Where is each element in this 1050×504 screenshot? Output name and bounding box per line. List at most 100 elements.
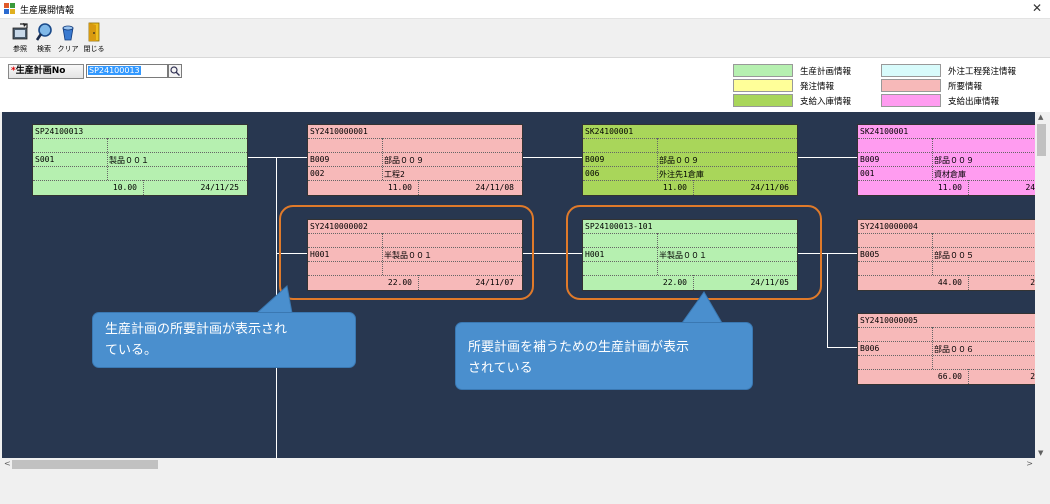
card-col-divider bbox=[932, 327, 933, 369]
card-col-divider bbox=[418, 275, 419, 290]
callout-tails bbox=[255, 285, 723, 324]
card-row-divider bbox=[858, 180, 1035, 181]
scroll-down-icon[interactable]: ▼ bbox=[1038, 449, 1044, 457]
card-qty: 22.00 bbox=[387, 278, 412, 287]
card-row-divider bbox=[858, 138, 1035, 139]
plan-search-icon[interactable] bbox=[168, 64, 182, 78]
card-row-divider bbox=[583, 152, 797, 153]
legend-label-plan: 生産計画情報 bbox=[800, 67, 852, 77]
vertical-scrollbar[interactable]: ▲ ▼ bbox=[1035, 112, 1048, 458]
reference-label: 参照 bbox=[13, 45, 27, 53]
card-col-divider bbox=[143, 180, 144, 195]
door-icon bbox=[88, 22, 100, 42]
card-row-divider bbox=[583, 233, 797, 234]
card-row-divider bbox=[33, 152, 247, 153]
search-button[interactable]: 検索 bbox=[32, 21, 56, 55]
horizontal-scroll-thumb[interactable] bbox=[12, 460, 158, 469]
horizontal-scrollbar[interactable]: < > bbox=[2, 458, 1035, 471]
card-sub-name: 資材倉庫 bbox=[934, 170, 966, 179]
card-qty: 11.00 bbox=[937, 183, 962, 192]
close-label: 閉じる bbox=[83, 45, 105, 53]
card-qty: 22.00 bbox=[662, 278, 687, 287]
vertical-scroll-thumb[interactable] bbox=[1037, 124, 1046, 156]
card-row-divider bbox=[858, 247, 1035, 248]
card-qty: 66.00 bbox=[937, 372, 962, 381]
card-id: SP24100013 bbox=[35, 127, 84, 136]
card-name: 部品００６ bbox=[934, 345, 974, 354]
callout-requirement-plan: 生産計画の所要計画が表示され ている。 bbox=[92, 312, 356, 368]
card-col-divider bbox=[932, 233, 933, 275]
scroll-up-icon[interactable]: ▲ bbox=[1038, 113, 1044, 121]
card-row-divider bbox=[583, 261, 797, 262]
connector-line bbox=[247, 157, 307, 158]
card-code: H001 bbox=[585, 250, 605, 259]
card-sub-code: 006 bbox=[585, 169, 600, 178]
clear-button[interactable]: クリア bbox=[56, 21, 80, 55]
legend-label-supply-issue: 支給出庫情報 bbox=[948, 97, 1000, 107]
card-col-divider bbox=[382, 138, 383, 180]
card-row-divider bbox=[858, 166, 1035, 167]
legend-swatch-outsource bbox=[881, 64, 941, 77]
card-col-divider bbox=[693, 180, 694, 195]
card-col-divider bbox=[693, 275, 694, 290]
legend-swatch-supply-receipt bbox=[733, 94, 793, 107]
card-date: 24/11/06 bbox=[750, 183, 789, 192]
card-date: 24/11/25 bbox=[200, 183, 239, 192]
scroll-left-icon[interactable]: < bbox=[4, 459, 11, 468]
card-name: 製品００１ bbox=[109, 156, 149, 165]
card-col-divider bbox=[382, 233, 383, 275]
connector-line bbox=[276, 253, 307, 254]
close-button[interactable]: 閉じる bbox=[82, 21, 106, 55]
card-name: 部品００９ bbox=[934, 156, 974, 165]
magnifier-icon bbox=[35, 23, 52, 41]
card-id: SK24100001 bbox=[585, 127, 634, 136]
card-col-divider bbox=[657, 233, 658, 275]
card-row-divider bbox=[583, 180, 797, 181]
card-code: S001 bbox=[35, 155, 55, 164]
plan-no-input[interactable]: SP24100013 bbox=[86, 64, 168, 78]
callout-line: ている。 bbox=[105, 343, 158, 358]
card-row-divider bbox=[583, 138, 797, 139]
required-mark: * bbox=[11, 66, 16, 76]
card-row-divider bbox=[33, 138, 247, 139]
highlight-box bbox=[279, 205, 534, 300]
scroll-corner bbox=[1035, 458, 1048, 471]
card-id: SP24100013-101 bbox=[585, 222, 653, 231]
card-col-divider bbox=[932, 138, 933, 180]
card-date: 24/11/07 bbox=[475, 278, 514, 287]
card-date: 24/10/3 bbox=[1030, 372, 1035, 381]
highlight-box bbox=[566, 205, 822, 300]
legend-label-order: 発注情報 bbox=[800, 82, 835, 92]
card-name: 部品００５ bbox=[934, 251, 974, 260]
connector-line bbox=[522, 157, 582, 158]
card-code: B009 bbox=[860, 155, 880, 164]
card-row-divider bbox=[308, 152, 522, 153]
card-qty: 11.00 bbox=[387, 183, 412, 192]
card-sub-code: 002 bbox=[310, 169, 325, 178]
title-bar: 生産展開情報 ✕ bbox=[0, 0, 1050, 19]
card-row-divider bbox=[858, 275, 1035, 276]
card-code: H001 bbox=[310, 250, 330, 259]
callout-line: 所要計画を補うための生産計画が表示 bbox=[468, 340, 690, 355]
card-date: 24/11/05 bbox=[750, 278, 789, 287]
card-row-divider bbox=[308, 138, 522, 139]
legend-swatch-plan bbox=[733, 64, 793, 77]
clear-icon bbox=[62, 25, 74, 41]
card-row-divider bbox=[308, 247, 522, 248]
card-row-divider bbox=[858, 152, 1035, 153]
reference-button[interactable]: 参照 bbox=[8, 21, 32, 55]
card-row-divider bbox=[33, 166, 247, 167]
scroll-right-icon[interactable]: > bbox=[1026, 459, 1033, 468]
card-row-divider bbox=[33, 180, 247, 181]
app-icon bbox=[4, 3, 15, 14]
window-close-button[interactable]: ✕ bbox=[1031, 1, 1042, 15]
